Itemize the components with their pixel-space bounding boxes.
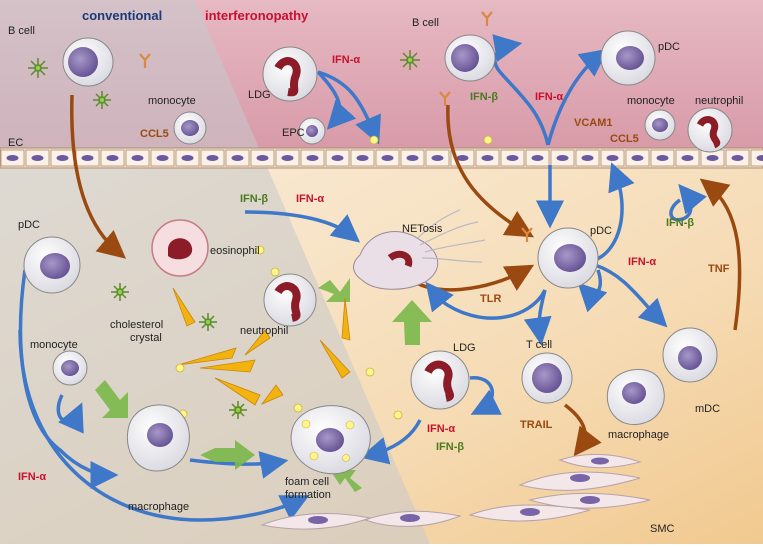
monocyte-top-left	[174, 112, 206, 144]
endothelial-nucleus	[657, 155, 669, 161]
cytokine-ccl5-left: CCL5	[140, 128, 169, 140]
mdc-cell	[663, 328, 717, 382]
endothelial-nucleus	[457, 155, 469, 161]
label-smc: SMC	[650, 523, 675, 535]
cytokine-ifn-beta-top: IFN-β	[470, 91, 498, 103]
b-cell-left	[63, 38, 113, 86]
endothelial-nucleus	[32, 155, 44, 161]
label-formation: formation	[285, 489, 331, 501]
label-macrophage-left: macrophage	[128, 501, 189, 513]
endothelial-nucleus	[282, 155, 294, 161]
label-monocyte-top-right: monocyte	[627, 95, 675, 107]
label-monocyte-top-left: monocyte	[148, 95, 196, 107]
endothelial-nucleus	[682, 155, 694, 161]
endothelial-nucleus	[182, 155, 194, 161]
label-epc: EPC	[282, 127, 305, 139]
label-neutrophil-top-right: neutrophil	[695, 95, 743, 107]
cytokine-ifn-alpha-left: IFN-α	[18, 471, 46, 483]
endothelial-nucleus	[432, 155, 444, 161]
label-monocyte-left: monocyte	[30, 339, 78, 351]
endothelial-nucleus	[257, 155, 269, 161]
endothelial-nucleus	[7, 155, 19, 161]
pdc-top-right	[601, 31, 655, 85]
endothelial-nucleus	[132, 155, 144, 161]
monocyte-left	[53, 351, 87, 385]
macrophage-left	[127, 405, 189, 471]
ldg-top	[263, 47, 317, 101]
endothelial-nucleus	[532, 155, 544, 161]
endothelial-nucleus	[57, 155, 69, 161]
macrophage-right	[607, 369, 664, 424]
endothelial-nucleus	[107, 155, 119, 161]
label-mdc: mDC	[695, 403, 720, 415]
endothelial-nucleus	[82, 155, 94, 161]
label-macrophage-right: macrophage	[608, 429, 669, 441]
cytokine-ifn-alpha-top: IFN-α	[332, 54, 360, 66]
endothelial-nucleus	[207, 155, 219, 161]
cytokine-tnf: TNF	[708, 263, 730, 275]
endothelial-nucleus	[232, 155, 244, 161]
eosinophil	[152, 220, 208, 276]
cytokine-ccl5-right: CCL5	[610, 133, 639, 145]
label-foam-cell: foam cell	[285, 476, 329, 488]
label-cholesterol: cholesterol	[110, 319, 163, 331]
cytokine-ifn-alpha-right: IFN-α	[628, 256, 656, 268]
endothelial-nucleus	[157, 155, 169, 161]
endothelial-nucleus	[382, 155, 394, 161]
endothelial-nucleus	[307, 155, 319, 161]
ldg-mid	[411, 351, 469, 409]
cytokine-ifn-alpha-mid: IFN-α	[296, 193, 324, 205]
endothelial-nucleus	[557, 155, 569, 161]
neutrophil-mid	[264, 274, 316, 326]
header-interferonopathy: interferonopathy	[205, 8, 309, 23]
label-neutrophil-mid: neutrophil	[240, 325, 288, 337]
endothelial-nucleus	[632, 155, 644, 161]
cytokine-ifn-beta-right: IFN-β	[666, 217, 694, 229]
pdc-left	[24, 237, 80, 293]
label-eosinophil: eosinophil	[210, 245, 260, 257]
cytokine-tlr: TLR	[480, 293, 501, 305]
label-pdc-top-right: pDC	[658, 41, 680, 53]
cytokine-ifn-beta-mid: IFN-β	[240, 193, 268, 205]
label-ldg-mid: LDG	[453, 342, 476, 354]
endothelial-nucleus	[357, 155, 369, 161]
label-netosis: NETosis	[402, 223, 443, 235]
label-ec: EC	[8, 137, 23, 149]
header-conventional: conventional	[82, 8, 162, 23]
cytokine-ifn-alpha-top2: IFN-α	[535, 91, 563, 103]
cytokine-vcam1: VCAM1	[574, 117, 613, 129]
cytokine-ifn-beta-ldg: IFN-β	[436, 441, 464, 453]
label-t-cell: T cell	[526, 339, 552, 351]
endothelial-nucleus	[732, 155, 744, 161]
neutrophil-top-right	[688, 108, 732, 152]
cytokine-ifn-alpha-ldg: IFN-α	[427, 423, 455, 435]
endothelial-nucleus	[607, 155, 619, 161]
endothelial-nucleus	[582, 155, 594, 161]
t-cell	[522, 353, 572, 403]
pdc-center	[538, 228, 598, 288]
endothelial-nucleus	[332, 155, 344, 161]
monocyte-top-right	[645, 110, 675, 140]
cytokine-trail: TRAIL	[520, 419, 553, 431]
endothelial-nucleus	[507, 155, 519, 161]
endothelial-nucleus	[482, 155, 494, 161]
endothelial-nucleus	[707, 155, 719, 161]
label-crystal: crystal	[130, 332, 162, 344]
label-ldg-top: LDG	[248, 89, 271, 101]
b-cell-right	[445, 35, 495, 81]
endothelium	[0, 148, 763, 168]
label-pdc-center: pDC	[590, 225, 612, 237]
label-pdc-left: pDC	[18, 219, 40, 231]
endothelial-nucleus	[407, 155, 419, 161]
label-b-cell-left: B cell	[8, 25, 35, 37]
label-b-cell-right: B cell	[412, 17, 439, 29]
foam-cell	[291, 406, 370, 474]
